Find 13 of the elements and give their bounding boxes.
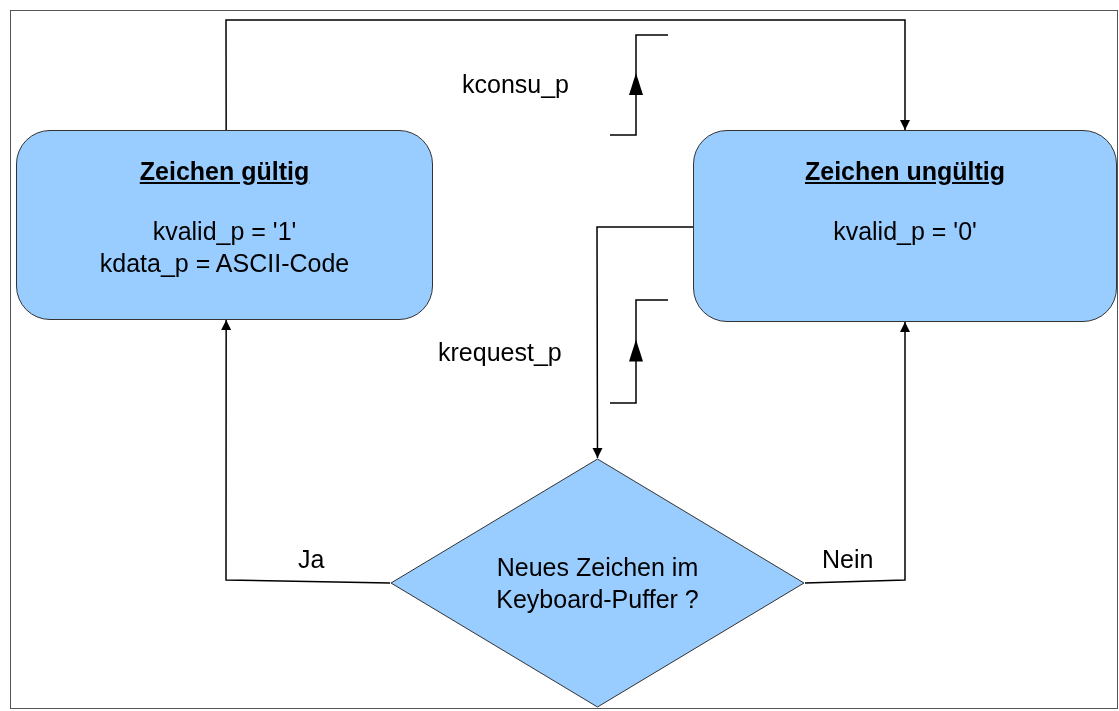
state-assignment: kvalid_p = '1'	[152, 215, 297, 247]
state-box	[16, 130, 433, 320]
state-box	[693, 130, 1117, 322]
decision-diamond	[390, 458, 805, 708]
state-title: Zeichen ungültig	[805, 156, 1005, 187]
arrow	[804, 321, 910, 584]
arrow	[221, 319, 391, 584]
arrow	[592, 226, 694, 459]
state-assignment: kvalid_p = '0'	[833, 215, 977, 247]
decision-text: Neues Zeichen im Keyboard-Puffer ?	[495, 551, 700, 615]
state-assignment: kdata_p = ASCII-Code	[99, 248, 350, 279]
arrow	[225, 19, 910, 131]
state-title: Zeichen gültig	[139, 156, 310, 187]
